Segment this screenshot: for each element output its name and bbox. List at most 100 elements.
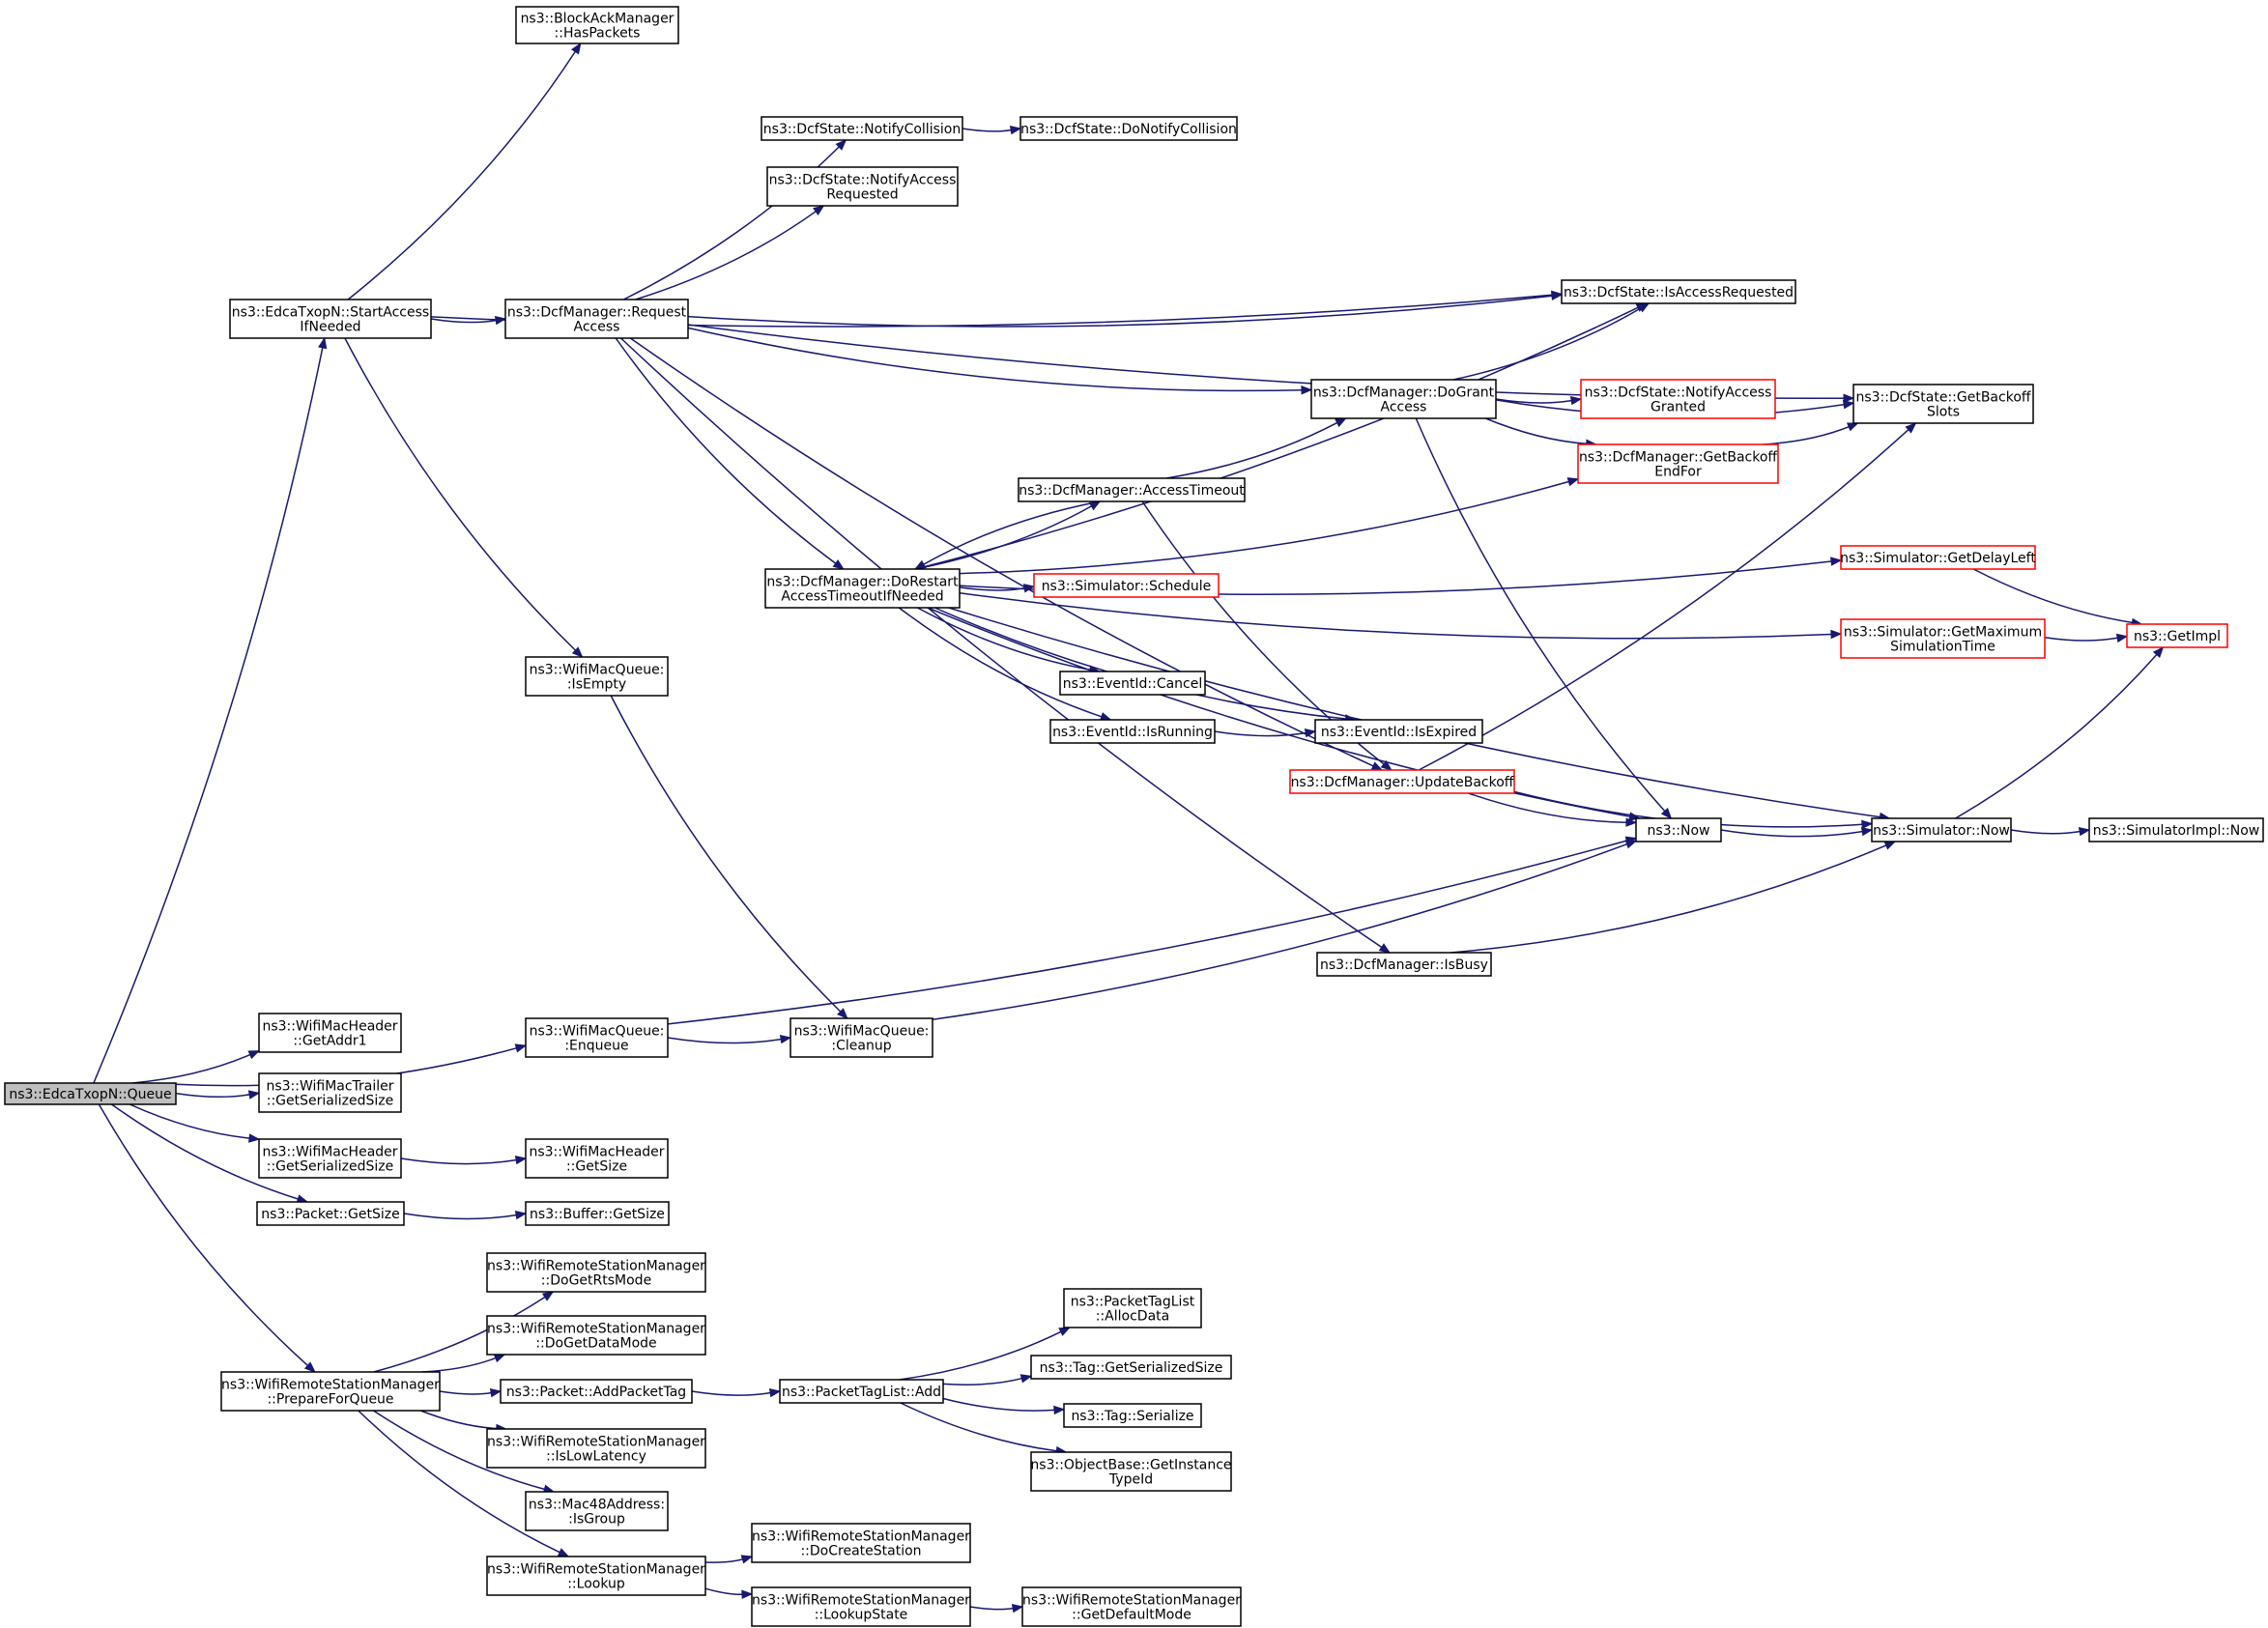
node-box xyxy=(1059,671,1206,696)
node-alloc-data[interactable]: ns3::PacketTagList::AllocData xyxy=(1063,1288,1202,1328)
edge-do-restart-to-get-backoff-end xyxy=(959,477,1580,575)
node-sim-now[interactable]: ns3::Simulator::Now xyxy=(1871,817,2012,843)
node-tag-serialize[interactable]: ns3::Tag::Serialize xyxy=(1063,1403,1202,1428)
node-box xyxy=(4,1082,177,1105)
node-label: :IsGroup xyxy=(568,1512,625,1528)
node-label: ::DoGetDataMode xyxy=(535,1336,656,1352)
arrowhead-icon xyxy=(1860,826,1874,837)
node-get-default-mode[interactable]: ns3::WifiRemoteStationManager::GetDefaul… xyxy=(1021,1586,1242,1627)
edge-line xyxy=(962,128,1012,132)
node-schedule[interactable]: ns3::Simulator::Schedule xyxy=(1033,573,1220,598)
node-now[interactable]: ns3::Now xyxy=(1635,817,1722,843)
node-buffer-get-size[interactable]: ns3::Buffer::GetSize xyxy=(525,1201,670,1226)
node-header-get-size[interactable]: ns3::WifiMacHeader::GetSize xyxy=(525,1138,669,1179)
arrowhead-icon xyxy=(541,1291,555,1301)
node-get-delay-left[interactable]: ns3::Simulator::GetDelayLeft xyxy=(1840,545,2036,570)
node-prepare-for-queue[interactable]: ns3::WifiRemoteStationManager::PrepareFo… xyxy=(220,1371,441,1412)
edge-do-restart-to-get-max-sim xyxy=(959,591,1843,640)
node-label: ::HasPackets xyxy=(555,26,641,42)
node-lookup[interactable]: ns3::WifiRemoteStationManager::Lookup xyxy=(486,1556,706,1596)
edge-do-grant-to-is-access-req xyxy=(1452,302,1651,381)
node-box xyxy=(1021,1586,1242,1627)
node-is-group[interactable]: ns3::Mac48Address::IsGroup xyxy=(525,1491,669,1531)
node-get-addr1[interactable]: ns3::WifiMacHeader::GetAddr1 xyxy=(258,1013,402,1053)
node-do-notify-collision[interactable]: ns3::DcfState::DoNotifyCollision xyxy=(1019,116,1238,141)
node-is-running[interactable]: ns3::EventId::IsRunning xyxy=(1049,719,1216,744)
node-cancel[interactable]: ns3::EventId::Cancel xyxy=(1059,671,1206,696)
edge-line xyxy=(347,50,576,300)
node-sim-impl-now[interactable]: ns3::SimulatorImpl::Now xyxy=(2088,817,2264,843)
node-label: ns3::Tag::Serialize xyxy=(1071,1409,1193,1424)
edge-line xyxy=(610,695,842,1013)
edge-line xyxy=(687,327,1303,392)
node-do-restart[interactable]: ns3::DcfManager::DoRestartAccessTimeoutI… xyxy=(764,568,961,609)
node-is-expired[interactable]: ns3::EventId::IsExpired xyxy=(1314,719,1483,744)
node-is-empty[interactable]: ns3::WifiMacQueue::IsEmpty xyxy=(525,656,669,697)
edge-line xyxy=(111,1103,299,1200)
node-tag-ser-size[interactable]: ns3::Tag::GetSerializedSize xyxy=(1030,1355,1232,1380)
node-do-get-data[interactable]: ns3::WifiRemoteStationManager::DoGetData… xyxy=(486,1315,706,1356)
node-label: ns3::WifiMacQueue: xyxy=(530,1024,665,1040)
node-access-timeout[interactable]: ns3::DcfManager::AccessTimeout xyxy=(1018,477,1246,502)
node-box xyxy=(1049,719,1216,744)
node-trailer-size[interactable]: ns3::WifiMacTrailer::GetSerializedSize xyxy=(258,1072,402,1113)
node-label: ns3::Simulator::GetDelayLeft xyxy=(1840,551,2036,566)
node-do-get-rts[interactable]: ns3::WifiRemoteStationManager::DoGetRtsM… xyxy=(486,1252,706,1293)
arrowhead-icon xyxy=(1830,557,1843,566)
node-box xyxy=(766,166,959,207)
edge-line xyxy=(403,1213,517,1220)
node-label: ns3::DcfManager::IsBusy xyxy=(1320,957,1488,973)
node-label: ns3::ObjectBase::GetInstance xyxy=(1030,1458,1231,1473)
node-box xyxy=(1030,1451,1232,1492)
arrowhead-icon xyxy=(514,1155,528,1165)
node-tag-list-add[interactable]: ns3::PacketTagList::Add xyxy=(779,1379,944,1404)
edge-queue-to-prepare-for-queue xyxy=(98,1103,316,1373)
node-queue[interactable]: ns3::EdcaTxopN::Queue xyxy=(4,1082,177,1105)
node-label: ns3::Buffer::GetSize xyxy=(530,1207,665,1222)
node-box xyxy=(258,1138,402,1179)
node-update-backoff[interactable]: ns3::DcfManager::UpdateBackoff xyxy=(1289,769,1515,794)
node-box xyxy=(220,1371,441,1412)
node-packet-get-size[interactable]: ns3::Packet::GetSize xyxy=(256,1201,405,1226)
node-cleanup[interactable]: ns3::WifiMacQueue::Cleanup xyxy=(789,1017,933,1058)
node-is-access-req[interactable]: ns3::DcfState::IsAccessRequested xyxy=(1561,279,1796,304)
node-box xyxy=(1840,618,2046,659)
node-box xyxy=(2088,817,2264,843)
edge-do-grant-to-now xyxy=(1415,417,1673,820)
node-enqueue[interactable]: ns3::WifiMacQueue::Enqueue xyxy=(525,1017,669,1058)
node-box xyxy=(525,656,669,697)
node-is-low-latency[interactable]: ns3::WifiRemoteStationManager::IsLowLate… xyxy=(486,1428,706,1469)
node-label: ::GetAddr1 xyxy=(293,1034,366,1049)
node-header-ser-size[interactable]: ns3::WifiMacHeader::GetSerializedSize xyxy=(258,1138,402,1179)
node-lookup-state[interactable]: ns3::WifiRemoteStationManager::LookupSta… xyxy=(751,1586,971,1627)
edge-line xyxy=(400,1157,517,1165)
function-nodes: ns3::EdcaTxopN::Queue ns3::EdcaTxopN::Sta… xyxy=(4,6,2264,1627)
arrowhead-icon xyxy=(1304,728,1317,738)
edge-line xyxy=(372,1410,545,1491)
node-get-impl[interactable]: ns3::GetImpl xyxy=(2126,623,2228,648)
node-label: ns3::WifiRemoteStationManager xyxy=(487,1562,705,1578)
node-box xyxy=(258,1072,402,1113)
edge-line xyxy=(131,1053,251,1084)
node-notify-collision[interactable]: ns3::DcfState::NotifyCollision xyxy=(761,116,963,141)
node-add-packet-tag[interactable]: ns3::Packet::AddPacketTag xyxy=(500,1379,693,1404)
node-label: ns3::Simulator::GetMaximum xyxy=(1844,625,2042,641)
arrowhead-icon xyxy=(1551,291,1564,300)
edge-line xyxy=(1468,792,1627,823)
node-box xyxy=(525,1201,670,1226)
node-do-create-station[interactable]: ns3::WifiRemoteStationManager::DoCreateS… xyxy=(751,1523,971,1563)
edge-line xyxy=(1214,730,1306,737)
node-is-busy[interactable]: ns3::DcfManager::IsBusy xyxy=(1316,952,1492,977)
node-label: ns3::EventId::IsExpired xyxy=(1321,725,1477,740)
node-block-ack[interactable]: ns3::BlockAckManager::HasPackets xyxy=(515,6,679,44)
edge-get-backoff-end-to-get-backoff-slots xyxy=(1763,422,1859,445)
